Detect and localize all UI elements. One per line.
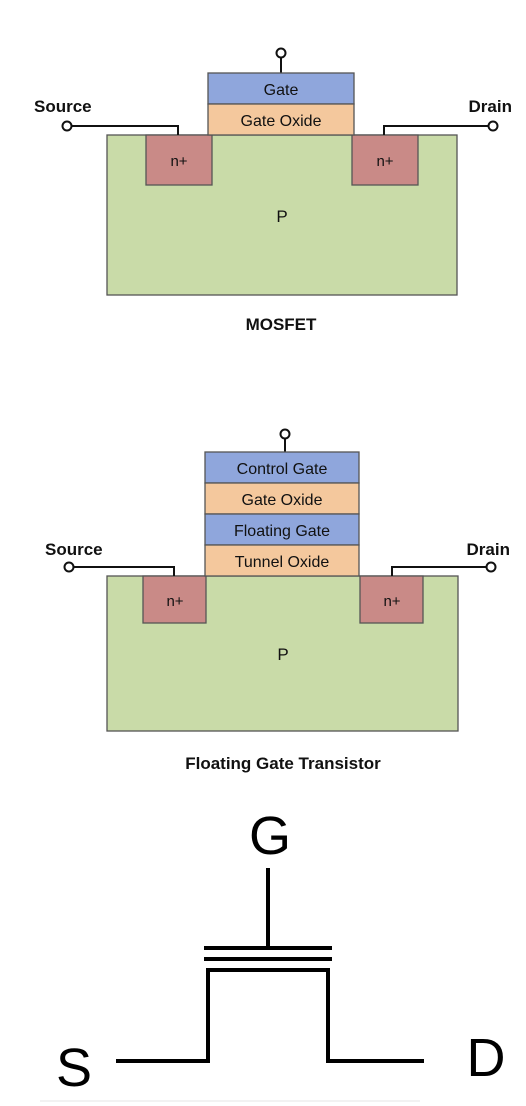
mosfet-substrate-label: P [276, 207, 287, 226]
mosfet-source-label: Source [34, 97, 92, 116]
fg-source-n-plus [142, 575, 207, 624]
fg-caption: Floating Gate Transistor [185, 754, 381, 773]
mosfet-drain-label: Drain [469, 97, 512, 116]
fg-drain-label: Drain [467, 540, 510, 559]
mosfet-gate-oxide-label: Gate Oxide [241, 113, 322, 130]
mosfet-source-terminal [61, 120, 73, 132]
mosfet-source-n-plus [145, 134, 213, 186]
mosfet-gate-oxide-layer [207, 103, 355, 136]
mosfet-diagram: P n+ n+ Gate Gate Oxide Source Drain MOS… [34, 47, 512, 334]
symbol-channel [116, 968, 424, 1063]
mosfet-source-n-plus-label: n+ [170, 153, 187, 170]
fg-gate-oxide-label: Gate Oxide [242, 492, 323, 509]
transistor-symbol: G S D [56, 806, 506, 1098]
mosfet-source-wire [72, 125, 179, 135]
fg-source-label: Source [45, 540, 103, 559]
mosfet-gate-terminal [275, 47, 287, 59]
floating-gate-diagram: P n+ n+ Control Gate Gate Oxide Floating… [45, 428, 510, 773]
mosfet-drain-wire [383, 125, 488, 135]
fg-tunnel-oxide-layer [204, 544, 360, 577]
fg-gate-terminal [279, 428, 291, 440]
symbol-source-label: S [56, 1038, 92, 1098]
fg-drain-wire [391, 566, 486, 576]
fg-substrate-label: P [277, 645, 288, 664]
mosfet-caption: MOSFET [246, 315, 317, 334]
mosfet-gate-label: Gate [264, 82, 299, 99]
symbol-drain-label: D [467, 1028, 506, 1088]
fg-tunnel-oxide-label: Tunnel Oxide [235, 554, 330, 571]
fg-floating-gate-layer [204, 513, 360, 546]
fg-drain-n-plus [359, 575, 424, 624]
symbol-gate-label: G [249, 806, 291, 866]
mosfet-drain-n-plus-label: n+ [376, 153, 393, 170]
fg-control-gate-label: Control Gate [237, 461, 328, 478]
fg-drain-terminal [485, 561, 497, 573]
fg-source-terminal [63, 561, 75, 573]
fg-source-wire [74, 566, 175, 576]
fg-source-n-plus-label: n+ [166, 593, 183, 610]
fg-floating-gate-label: Floating Gate [234, 523, 330, 540]
mosfet-drain-terminal [487, 120, 499, 132]
fg-drain-n-plus-label: n+ [383, 593, 400, 610]
